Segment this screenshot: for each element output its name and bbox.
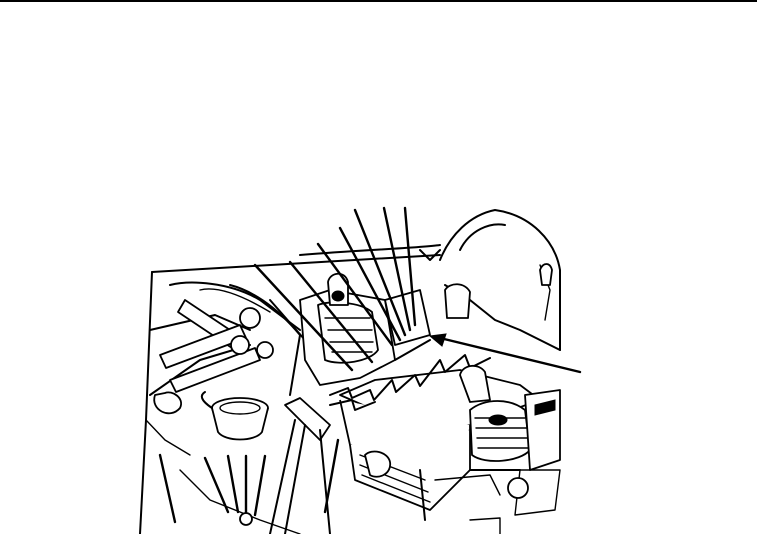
leader-line-4 [338,226,402,342]
leader-line-13 [253,454,267,517]
arrowhead [428,333,447,347]
leader-line-5 [353,208,407,337]
leader-line-2 [288,260,374,364]
leader-line-14 [323,438,340,514]
callout-leaders [158,206,582,524]
left-hydraulic-assembly [149,281,306,415]
leader-line-3 [316,242,394,347]
page-header-rule [0,0,757,2]
leader-line-11 [226,454,240,514]
cab-floor-outline [139,244,441,534]
leader-line-10 [203,456,230,514]
leader-line-6 [382,206,412,332]
cup-holder [200,391,269,441]
break-line [329,354,491,411]
leader-line-9 [158,453,177,524]
right-joystick [459,365,561,534]
leader-line-8 [438,336,582,374]
leader-line-7 [403,206,417,327]
pedal-rod-assembly [179,397,331,534]
leader-line-1 [253,263,354,372]
seat-back [419,209,561,351]
